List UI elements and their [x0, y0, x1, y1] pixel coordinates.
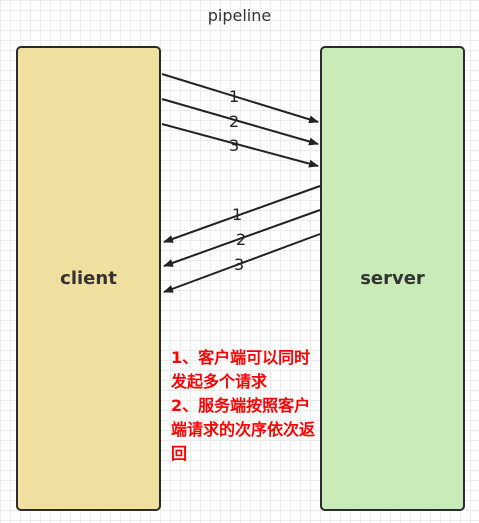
response-arrow-3: [163, 233, 321, 293]
request-label-1: 1: [229, 87, 240, 106]
server-label: server: [360, 268, 425, 289]
response-label-2: 2: [236, 230, 247, 249]
server-box: server: [320, 46, 465, 511]
response-arrow-2: [163, 209, 321, 267]
request-label-3: 3: [229, 136, 240, 155]
response-label-3: 3: [234, 255, 245, 274]
note-line-1: 1、客户端可以同时发起多个请求: [171, 348, 311, 391]
response-label-1: 1: [232, 205, 243, 224]
response-arrow-1: [163, 185, 321, 243]
request-arrow-2: [161, 98, 319, 146]
client-box: client: [16, 46, 161, 511]
note-line-2: 2、服务端按照客户端请求的次序依次返回: [171, 396, 316, 463]
request-arrow-1: [161, 73, 319, 124]
client-label: client: [60, 268, 117, 289]
request-arrow-3: [161, 123, 319, 168]
request-label-2: 2: [229, 112, 240, 131]
note-text: 1、客户端可以同时发起多个请求 2、服务端按照客户端请求的次序依次返回: [171, 346, 316, 466]
diagram-title: pipeline: [207, 6, 272, 25]
